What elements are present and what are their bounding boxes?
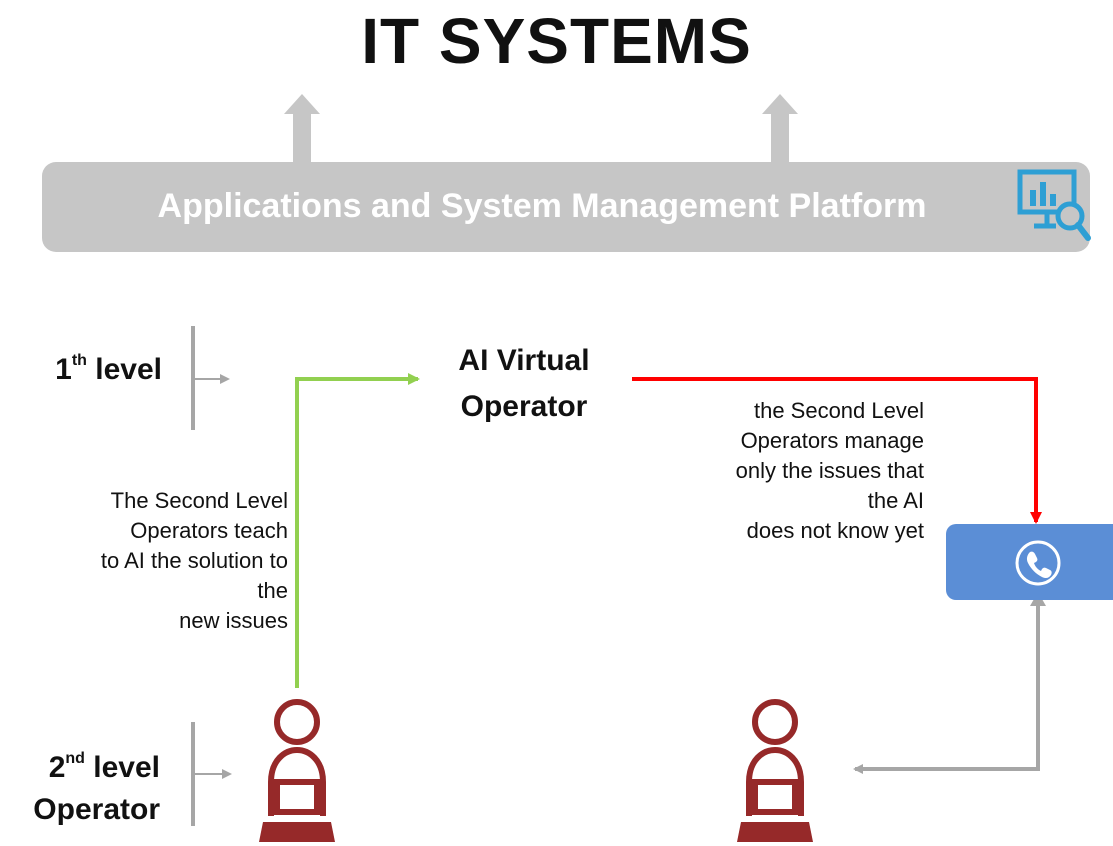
escalation-arrow [632,377,1042,524]
phone-to-operator-connector [853,600,1040,774]
page-title: IT SYSTEMS [361,5,752,77]
ai-label-line1: AI Virtual [458,344,590,377]
second-level-label: 2nd level Operator [0,738,160,831]
teach-note-line: the [257,578,288,603]
teach-note-line: The Second Level [110,488,288,513]
manage-note-line: does not know yet [746,518,924,543]
second-level-number: 2 [48,751,66,784]
second-level-bracket [191,722,232,826]
up-arrow-right [762,94,798,164]
up-arrow-left [284,94,320,164]
teach-note: The Second Level Operators teach to AI t… [30,486,288,636]
manage-note-line: Operators manage [740,428,924,453]
first-level-bracket [191,326,230,430]
first-level-text: level [95,353,162,386]
operator-at-laptop-icon [259,699,335,842]
teach-note-line: Operators teach [130,518,288,543]
first-level-label: 1th level [20,340,162,391]
ai-virtual-operator-label: AI Virtual Operator [424,338,624,430]
teach-note-line: to AI the solution to [100,548,288,573]
phone-icon [1015,540,1061,586]
ai-label-line2: Operator [460,390,588,423]
teach-note-line: new issues [179,608,288,633]
first-level-suffix: th [71,352,87,369]
manage-note-line: the AI [867,488,924,513]
first-level-number: 1 [55,353,72,386]
second-level-line2: Operator [33,793,160,826]
second-level-line1: level [93,751,160,784]
second-level-suffix: nd [65,750,85,767]
manage-note-line: the Second Level [753,398,924,423]
manage-note-line: only the issues that [735,458,924,483]
operator-at-laptop-icon [737,699,813,842]
platform-bar [42,162,1090,252]
teach-arrow [295,373,420,688]
monitor-analytics-search-icon [1017,169,1091,241]
manage-note: the Second Level Operators manage only t… [640,396,924,546]
platform-label: Applications and System Management Platf… [157,187,927,225]
